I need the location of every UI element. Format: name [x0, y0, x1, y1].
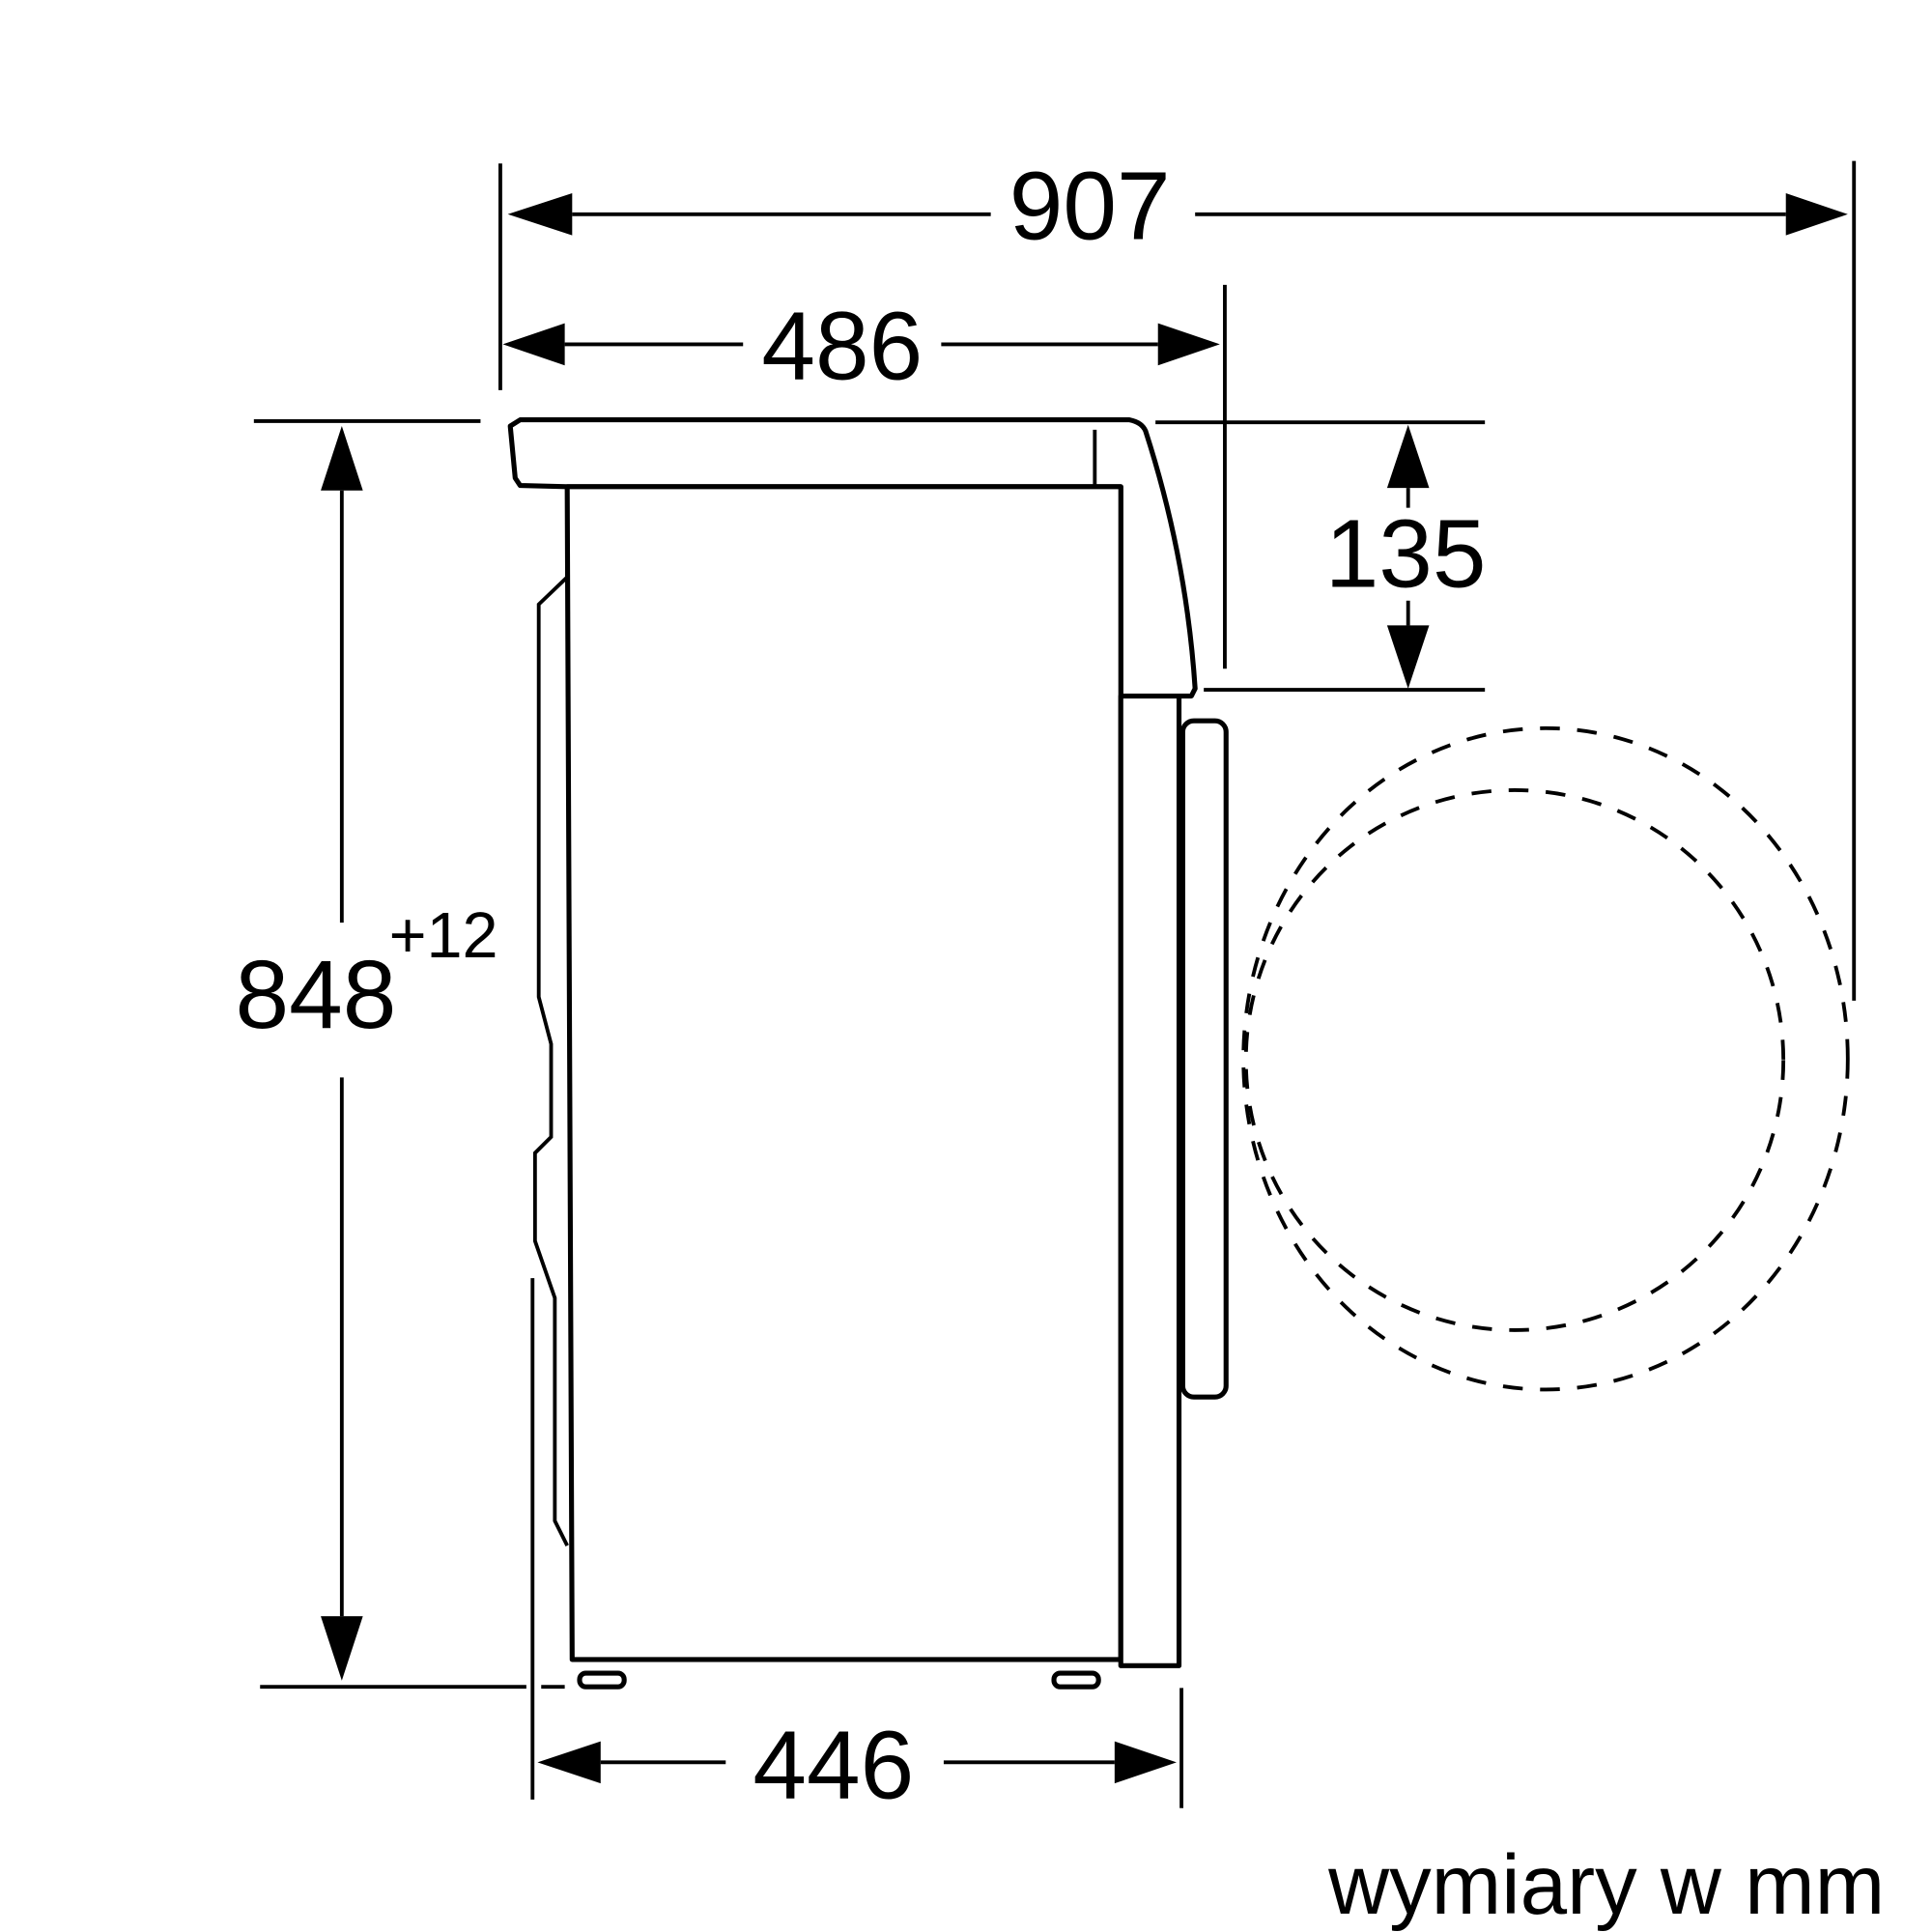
dimension-135: 135 — [1325, 424, 1487, 689]
machine-outline — [507, 417, 1229, 1690]
dimension-848: 848 +12 — [235, 426, 498, 1681]
height-label: 848 — [235, 941, 396, 1049]
dimension-486: 486 — [502, 292, 1220, 400]
extension-lines — [253, 160, 1857, 1808]
door-swing-outer — [1241, 725, 1850, 1392]
top-offset-label: 135 — [1325, 500, 1487, 609]
total-depth-label: 907 — [1009, 152, 1171, 260]
body-depth-label: 486 — [761, 292, 923, 400]
height-tolerance-label: +12 — [389, 900, 498, 972]
door-swing-inner — [1243, 788, 1786, 1332]
base-depth-label: 446 — [753, 1712, 914, 1820]
dimension-907: 907 — [507, 152, 1848, 260]
units-note: wymiary w mm — [1327, 1838, 1885, 1932]
dimension-446: 446 — [537, 1712, 1177, 1820]
